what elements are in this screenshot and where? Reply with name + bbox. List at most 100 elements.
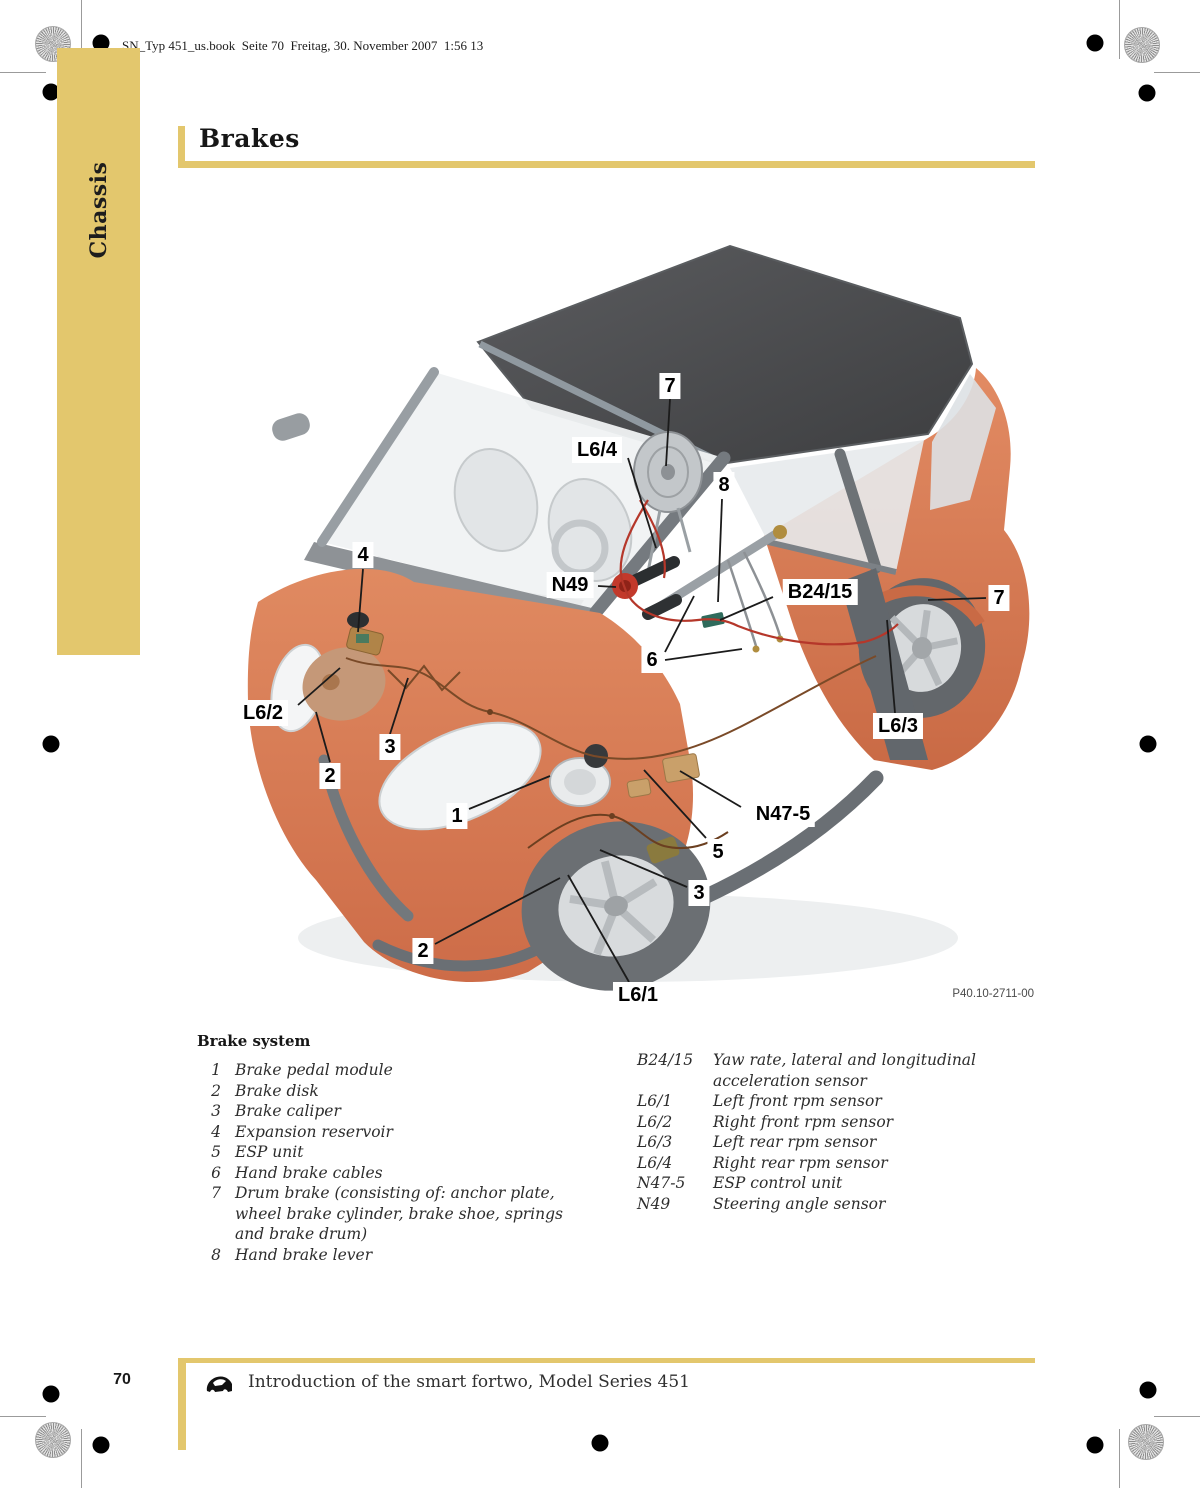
legend-item: L6/4 Right rear rpm sensor <box>637 1153 1031 1174</box>
legend-item-number: 2 <box>211 1081 221 1100</box>
page-number: 70 <box>113 1371 131 1388</box>
legend-item: L6/3 Left rear rpm sensor <box>637 1132 1031 1153</box>
legend-item-text: Brake caliper <box>235 1102 341 1120</box>
crosshair-mark-icon <box>36 729 66 759</box>
legend-item-number: 5 <box>211 1143 221 1161</box>
crop-line <box>1119 1429 1120 1488</box>
legend-item-text: Right rear rpm sensor <box>713 1153 888 1172</box>
callout-label-3-front: 3 <box>379 734 401 760</box>
legend-item: 8 Hand brake lever <box>205 1245 580 1266</box>
page-title: Brakes <box>199 124 300 153</box>
chapter-tab-label: Chassis <box>85 161 112 259</box>
legend-item-code: L6/3 <box>637 1133 673 1151</box>
legend-item-text: Right front rpm sensor <box>713 1112 894 1131</box>
crop-line <box>1154 72 1200 73</box>
legend-item-text: Expansion reservoir <box>235 1122 393 1141</box>
crosshair-mark-icon <box>1080 1430 1110 1460</box>
callout-label-7-rear: 7 <box>988 585 1010 611</box>
legend-item-text: Drum brake (consisting of: anchor plate,… <box>235 1184 563 1243</box>
legend-item-number: 3 <box>211 1102 221 1120</box>
callout-label-l6-2: L6/2 <box>237 700 289 726</box>
callout-label-l6-3: L6/3 <box>872 713 924 739</box>
crosshair-mark-icon <box>1133 1375 1163 1405</box>
footer-rule <box>178 1358 1035 1363</box>
legend-code-column: B24/15 Yaw rate, lateral and longitudinal… <box>637 1050 1031 1214</box>
pinwheel-mark-icon <box>35 1422 71 1458</box>
figure-reference-code: P40.10-2711-00 <box>952 988 1034 1000</box>
legend-item-text: Steering angle sensor <box>713 1194 886 1213</box>
legend-item: N49 Steering angle sensor <box>637 1194 1031 1215</box>
callout-label-2-front: 2 <box>319 763 341 789</box>
crosshair-mark-icon <box>1132 78 1162 108</box>
legend-heading: Brake system <box>197 1032 311 1050</box>
legend-item-text: Left front rpm sensor <box>713 1092 882 1110</box>
legend-item-number: 7 <box>211 1184 221 1202</box>
brake-system-figure: 7 L6/4 8 N49 B24/15 6 4 L6/2 3 2 1 N47-5… <box>228 200 1038 1010</box>
callout-label-n49: N49 <box>546 572 594 598</box>
callout-label-6: 6 <box>641 647 663 673</box>
legend-item-code: L6/4 <box>637 1153 673 1172</box>
legend-item-text: ESP control unit <box>713 1174 843 1192</box>
legend-item-text: Left rear rpm sensor <box>713 1133 877 1151</box>
legend-item-number: 1 <box>211 1061 221 1079</box>
legend-item-text: Brake disk <box>235 1081 319 1100</box>
legend-item: 1 Brake pedal module <box>205 1060 580 1081</box>
legend-item-code: B24/15 <box>637 1051 694 1069</box>
crop-line <box>0 72 46 73</box>
legend-item: L6/1 Left front rpm sensor <box>637 1091 1031 1112</box>
legend-item-text: ESP unit <box>235 1143 304 1161</box>
car-illustration <box>247 244 1030 991</box>
legend-item: 3 Brake caliper <box>205 1101 580 1122</box>
legend-item: L6/2 Right front rpm sensor <box>637 1112 1031 1133</box>
legend-item: 2 Brake disk <box>205 1081 580 1102</box>
legend-item: N47-5 ESP control unit <box>637 1173 1031 1194</box>
crosshair-mark-icon <box>86 1430 116 1460</box>
print-header-line: SN_Typ 451_us.book Seite 70 Freitag, 30.… <box>122 38 484 53</box>
footer-title: Introduction of the smart fortwo, Model … <box>248 1372 690 1392</box>
crop-line <box>1119 0 1120 59</box>
crop-line <box>81 0 82 59</box>
pinwheel-mark-icon <box>35 26 71 62</box>
legend-item-code: L6/2 <box>637 1112 673 1131</box>
footer-accent-bar <box>178 1358 186 1450</box>
legend-item-text: Hand brake cables <box>235 1163 383 1182</box>
chapter-tab-chassis: Chassis <box>57 48 140 655</box>
legend-item: 6 Hand brake cables <box>205 1163 580 1184</box>
crosshair-mark-icon <box>585 1428 615 1458</box>
car-icon <box>206 1376 232 1392</box>
title-underline <box>178 161 1035 168</box>
legend-item-text: Hand brake lever <box>235 1245 373 1264</box>
callout-label-7-drum: 7 <box>659 373 681 399</box>
crosshair-mark-icon <box>36 1379 66 1409</box>
callout-label-2-bottom: 2 <box>412 938 434 964</box>
legend-item-code: N47-5 <box>637 1174 686 1192</box>
crosshair-mark-icon <box>1080 28 1110 58</box>
callout-label-1: 1 <box>446 803 468 829</box>
callout-label-8: 8 <box>713 472 735 498</box>
legend-item-text: Brake pedal module <box>235 1061 393 1079</box>
pinwheel-mark-icon <box>1124 27 1160 63</box>
legend-item: 4 Expansion reservoir <box>205 1122 580 1143</box>
callout-label-3-bottom: 3 <box>688 880 710 906</box>
callout-label-l6-1: L6/1 <box>612 982 664 1008</box>
legend-item: 5 ESP unit <box>205 1142 580 1163</box>
legend-item-number: 6 <box>211 1163 221 1182</box>
pinwheel-mark-icon <box>1128 1424 1164 1460</box>
crop-line <box>1154 1416 1200 1417</box>
callout-label-n47-5: N47-5 <box>750 801 816 827</box>
legend-item-code: L6/1 <box>637 1092 673 1110</box>
legend-item: 7 Drum brake (consisting of: anchor plate… <box>205 1183 580 1245</box>
title-accent-bar <box>178 126 185 166</box>
callout-label-l6-4: L6/4 <box>571 437 623 463</box>
legend-item: B24/15 Yaw rate, lateral and longitudinal… <box>637 1050 1031 1091</box>
legend-item-number: 8 <box>211 1245 221 1264</box>
callout-label-4: 4 <box>352 542 374 568</box>
legend-numeric-column: 1 Brake pedal module 2 Brake disk 3 Brake c… <box>205 1060 580 1265</box>
legend-item-code: N49 <box>637 1194 671 1213</box>
legend-item-number: 4 <box>211 1122 221 1141</box>
crosshair-mark-icon <box>1133 729 1163 759</box>
legend-item-text: Yaw rate, lateral and longitudinal accel… <box>713 1051 977 1090</box>
callout-label-5: 5 <box>707 839 729 865</box>
leader-lines <box>297 398 987 983</box>
